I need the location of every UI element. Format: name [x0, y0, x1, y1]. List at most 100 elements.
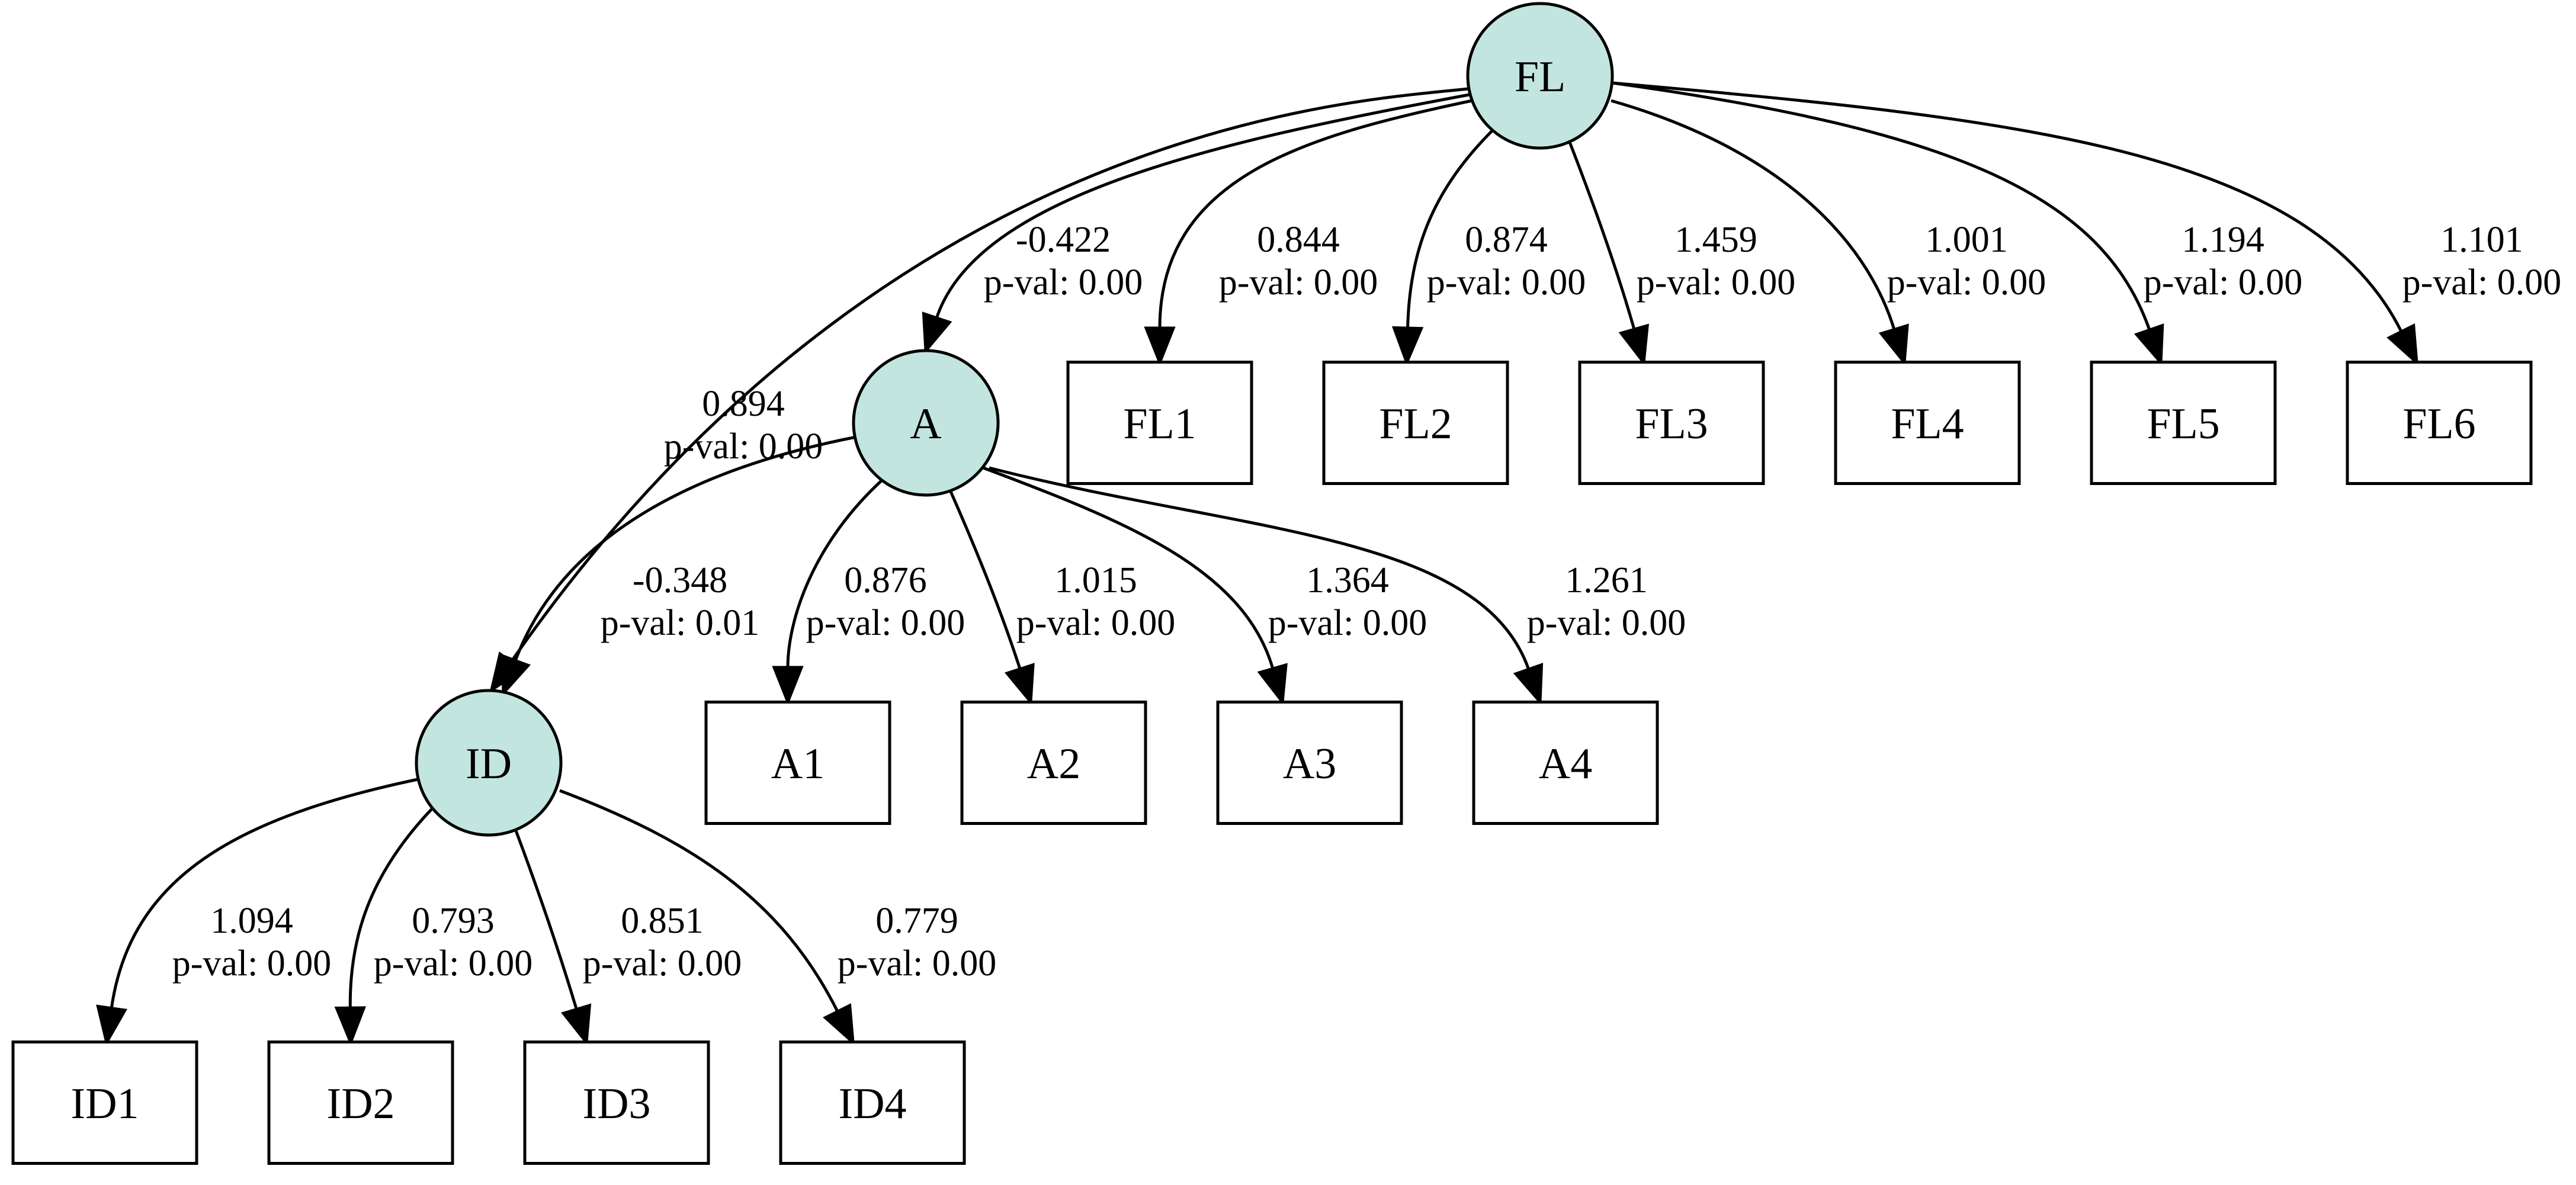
- arrowhead-icon: [1513, 663, 1544, 706]
- observed-box: [2346, 361, 2533, 485]
- latent-node-label: A: [910, 400, 941, 448]
- arrowhead-icon: [2386, 323, 2419, 367]
- observed-box: [704, 701, 891, 825]
- observed-node-a3: A3: [1216, 701, 1403, 825]
- edge-pvalue: p-val: 0.00: [1219, 262, 1378, 303]
- edge-line: [949, 490, 1022, 670]
- observed-node-label: FL3: [1635, 400, 1708, 448]
- arrowhead-icon: [823, 1003, 855, 1046]
- edge-id-to-id2: [334, 807, 434, 1046]
- edge-fl-to-fl5: [1612, 81, 2164, 367]
- observed-node-fl5: FL5: [2090, 361, 2277, 485]
- edge-estimate: 0.876: [844, 560, 927, 600]
- arrowhead-icon: [1004, 663, 1035, 706]
- arrowhead-icon: [96, 1004, 127, 1046]
- edge-estimate: 1.015: [1054, 560, 1137, 600]
- latent-node-label: FL: [1515, 53, 1566, 101]
- edge-pvalue: p-val: 0.00: [664, 426, 823, 467]
- edge-estimate: 0.874: [1465, 220, 1548, 260]
- observed-box: [11, 1041, 198, 1165]
- observed-node-fl6: FL6: [2346, 361, 2533, 485]
- edge-estimate: 1.094: [210, 901, 293, 941]
- edge-pvalue: p-val: 0.00: [1427, 262, 1586, 303]
- observed-node-a4: A4: [1472, 701, 1659, 825]
- edge-pvalue: p-val: 0.00: [806, 603, 965, 643]
- edge-line: [1611, 99, 1896, 330]
- observed-node-label: ID2: [326, 1080, 394, 1128]
- observed-node-label: A2: [1027, 740, 1080, 788]
- arrowhead-icon: [922, 311, 952, 355]
- latent-circle: [415, 689, 563, 837]
- observed-node-label: FL1: [1123, 400, 1196, 448]
- edge-fl-to-fl3: [1568, 142, 1649, 367]
- observed-box: [523, 1041, 710, 1165]
- observed-box: [1216, 701, 1403, 825]
- edge-fl-to-fl4: [1611, 99, 1909, 367]
- edge-estimate: 1.364: [1306, 560, 1389, 600]
- observed-node-label: FL6: [2402, 400, 2475, 448]
- observed-node-label: FL4: [1891, 400, 1964, 448]
- edge-line: [348, 807, 434, 1009]
- edge-line: [989, 466, 1531, 670]
- observed-box: [267, 1041, 454, 1165]
- edge-a-to-id: [501, 435, 856, 697]
- edge-estimate: 1.001: [1925, 220, 2008, 260]
- edge-line: [514, 828, 578, 1010]
- edge-line: [983, 466, 1275, 669]
- edge-estimate: 0.894: [702, 384, 785, 424]
- observed-node-label: ID1: [70, 1080, 139, 1128]
- observed-node-a1: A1: [704, 701, 891, 825]
- edge-line: [1612, 81, 2151, 331]
- edge-pvalue: p-val: 0.00: [583, 943, 742, 984]
- observed-node-label: A1: [771, 740, 825, 788]
- latent-node-label: ID: [466, 740, 512, 788]
- edge-line: [1406, 129, 1494, 329]
- observed-node-label: A3: [1283, 740, 1336, 788]
- edge-line: [514, 435, 856, 661]
- edge-line: [1568, 142, 1636, 330]
- edge-estimate: 1.194: [2182, 220, 2264, 260]
- edge-a-to-a1: [772, 479, 884, 706]
- edge-estimate: 1.101: [2440, 220, 2523, 260]
- observed-box: [1834, 361, 2021, 485]
- observed-node-fl4: FL4: [1834, 361, 2021, 485]
- latent-circle: [852, 349, 1000, 497]
- edge-pvalue: p-val: 0.01: [601, 603, 760, 643]
- latent-node-a: A: [852, 349, 1000, 497]
- observed-node-fl2: FL2: [1322, 361, 1509, 485]
- edge-a-to-a4: [989, 466, 1544, 706]
- observed-node-fl3: FL3: [1578, 361, 1765, 485]
- edge-line: [935, 93, 1470, 319]
- observed-box: [960, 701, 1147, 825]
- arrowhead-icon: [1618, 323, 1649, 367]
- observed-box: [779, 1041, 966, 1165]
- latent-node-fl: FL: [1466, 2, 1614, 150]
- edge-a-to-a3: [983, 466, 1288, 706]
- observed-box: [1066, 361, 1253, 485]
- edge-id-to-id4: [559, 789, 855, 1046]
- edge-estimate: -0.422: [1016, 220, 1111, 260]
- observed-node-label: ID4: [838, 1080, 906, 1128]
- observed-node-label: ID3: [582, 1080, 650, 1128]
- edge-pvalue: p-val: 0.00: [1527, 603, 1686, 643]
- arrowhead-icon: [2134, 323, 2164, 367]
- edge-estimate: 0.851: [621, 901, 704, 941]
- edge-pvalue: p-val: 0.00: [984, 262, 1143, 303]
- edge-line: [559, 789, 839, 1013]
- edge-pvalue: p-val: 0.00: [172, 943, 332, 984]
- edge-line: [1158, 99, 1473, 329]
- edge-estimate: 0.779: [875, 901, 958, 941]
- edge-id-to-id3: [514, 828, 592, 1046]
- arrowhead-icon: [1391, 326, 1424, 367]
